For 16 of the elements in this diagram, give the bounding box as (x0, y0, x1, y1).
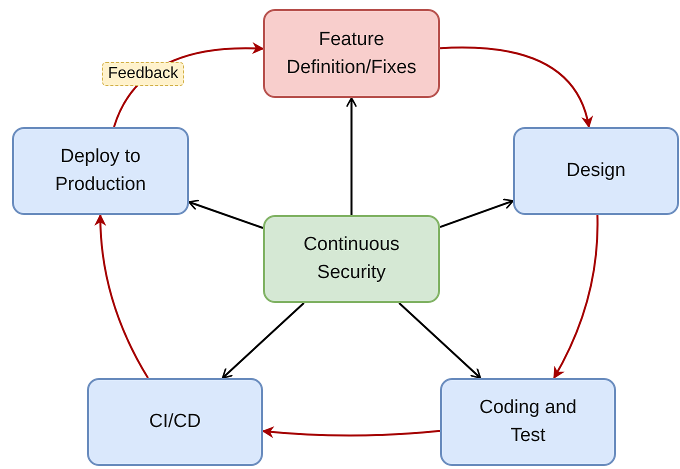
arrow (440, 198, 514, 228)
process-box: Deploy to Production (12, 127, 189, 215)
process-box: Feature Definition/Fixes (263, 9, 440, 98)
arrow (398, 302, 482, 379)
arrow (188, 199, 264, 229)
arrow (553, 215, 598, 380)
arrow (346, 97, 358, 215)
arrow (94, 214, 149, 378)
process-box: Continuous Security (263, 215, 440, 303)
arrow (222, 302, 305, 379)
process-box: CI/CD (87, 378, 263, 466)
arrow (440, 46, 592, 128)
arrow (262, 426, 440, 438)
process-box: Design (513, 127, 679, 215)
process-box: Coding and Test (440, 378, 616, 466)
edge-label: Feedback (102, 62, 184, 86)
